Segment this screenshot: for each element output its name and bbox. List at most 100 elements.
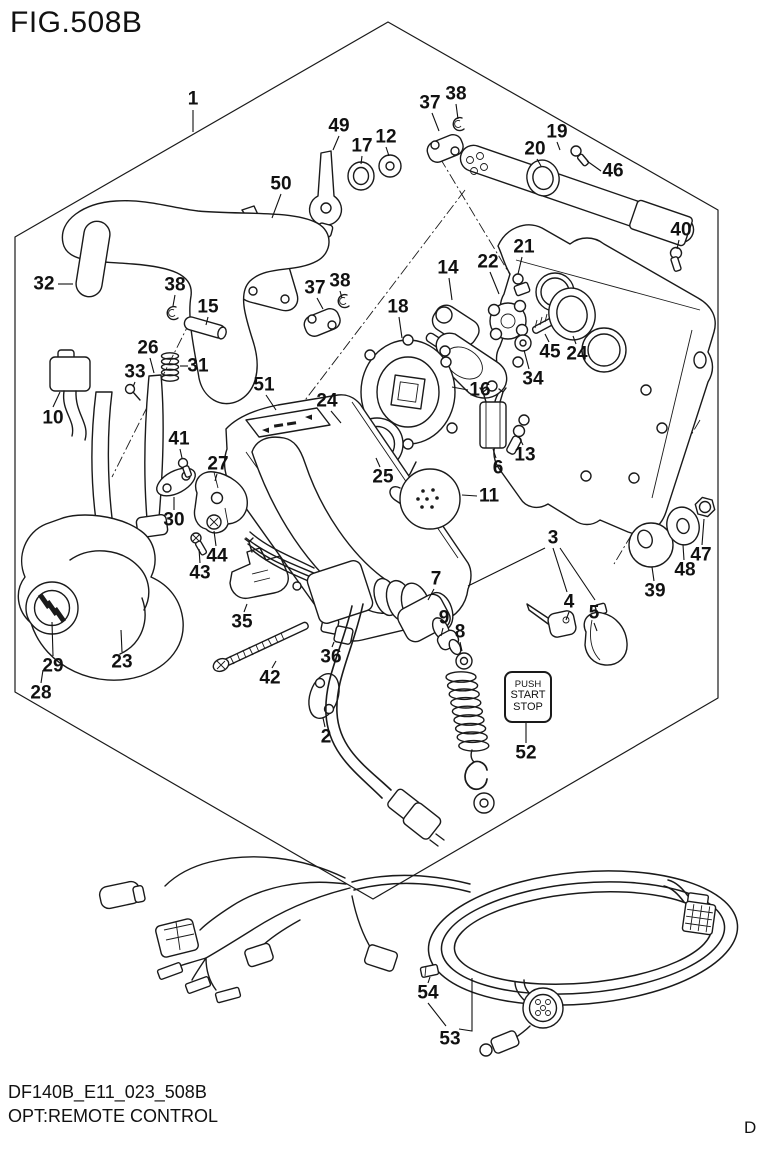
leader-line-3	[552, 547, 568, 593]
trim-switch-10	[49, 349, 91, 441]
washer-48	[666, 506, 700, 546]
push-start-stop-placard: PUSH START STOP	[504, 671, 552, 723]
part-label-4: 4	[564, 592, 575, 613]
part-label-18: 18	[387, 297, 408, 318]
leader-line-50	[271, 193, 282, 219]
part-label-38: 38	[329, 271, 350, 292]
ring-24-right	[548, 287, 596, 341]
part-label-46: 46	[602, 161, 623, 182]
leader-line-35	[243, 603, 248, 613]
screw-46	[570, 145, 590, 167]
leader-line-3	[467, 547, 546, 587]
screw-40	[669, 246, 683, 272]
leader-line-16	[451, 386, 469, 391]
part-label-12: 12	[375, 127, 396, 148]
leader-line-5	[593, 622, 598, 632]
e-clip-38-upper	[452, 116, 465, 132]
nut-44	[206, 514, 222, 530]
part-label-41: 41	[168, 429, 190, 450]
part-label-35: 35	[231, 612, 253, 633]
main-harness-cable	[325, 603, 445, 847]
part-label-32: 32	[33, 274, 54, 295]
leader-line-24	[572, 335, 577, 345]
part-label-20: 20	[524, 139, 545, 160]
round-connector	[479, 979, 564, 1057]
part-label-45: 45	[539, 342, 561, 363]
nut-47	[694, 496, 716, 518]
screw-43	[190, 532, 208, 556]
leader-line-42	[271, 660, 277, 669]
leader-line-45	[544, 333, 550, 343]
ring-20	[526, 159, 560, 197]
clamp-37-upper	[426, 134, 464, 163]
clamp-37-lower	[303, 308, 341, 337]
page-marker: D	[744, 1118, 757, 1137]
part-label-31: 31	[187, 356, 209, 377]
leader-line-7	[427, 588, 435, 601]
part-label-52: 52	[515, 743, 536, 764]
part-label-19: 19	[546, 122, 567, 143]
leader-line-23	[120, 629, 123, 653]
assembly-frame	[14, 21, 719, 900]
leader-line-20	[536, 158, 542, 167]
leader-line-27	[214, 473, 218, 482]
part-label-10: 10	[42, 408, 63, 429]
leader-line-29	[51, 621, 54, 657]
part-label-44: 44	[206, 546, 228, 567]
leader-line-51	[265, 394, 277, 411]
leader-line-8	[459, 641, 463, 652]
leader-line-47	[701, 518, 705, 546]
leader-line-15	[205, 316, 209, 326]
leader-line-14	[448, 277, 453, 301]
part-label-11: 11	[479, 486, 500, 507]
part-label-21: 21	[513, 237, 535, 258]
leader-line-2	[322, 717, 326, 728]
part-label-28: 28	[30, 683, 51, 704]
part-label-39: 39	[644, 581, 665, 602]
multi-pin-connector	[681, 892, 717, 936]
e-clip-38-mid	[337, 293, 350, 309]
spring-31	[160, 352, 180, 382]
part-label-36: 36	[320, 647, 341, 668]
part-label-37: 37	[304, 278, 325, 299]
leader-line-25	[375, 457, 381, 468]
part-label-17: 17	[351, 136, 372, 157]
leader-line-13	[518, 436, 524, 446]
part-label-49: 49	[328, 116, 349, 137]
screw-41	[177, 457, 193, 478]
e-clip-38-left	[166, 305, 179, 321]
leader-line-22	[489, 271, 500, 295]
part-label-7: 7	[431, 569, 442, 590]
leader-line-46	[586, 160, 602, 172]
branch-connectors	[98, 856, 399, 1004]
leader-line-12	[385, 146, 390, 157]
fuse-clip-54	[419, 963, 440, 978]
part-label-48: 48	[674, 560, 695, 581]
leader-line-49	[332, 135, 340, 151]
part-label-30: 30	[163, 510, 184, 531]
leader-line-37	[431, 112, 440, 132]
leader-line-21	[517, 256, 523, 275]
leader-line-54	[427, 976, 431, 984]
ring-17	[347, 161, 375, 191]
part-label-53: 53	[439, 1029, 460, 1050]
leader-line-38	[339, 290, 343, 299]
part-label-38: 38	[445, 84, 466, 105]
screw-33	[124, 383, 141, 401]
leader-line-34	[523, 349, 530, 370]
leader-line-41	[179, 448, 183, 459]
leader-line-36	[331, 641, 335, 648]
leader-line-6	[492, 448, 497, 459]
leader-line-18	[398, 316, 403, 339]
part-label-29: 29	[42, 656, 63, 677]
drawing-code: DF140B_E11_023_508B	[8, 1082, 207, 1102]
leader-line-43	[198, 548, 201, 564]
leader-line-17	[360, 155, 363, 165]
part-label-14: 14	[437, 258, 459, 279]
footer: DF140B_E11_023_508B OPT:REMOTE CONTROL	[8, 1082, 218, 1130]
part-label-3: 3	[548, 528, 559, 549]
leader-line-40	[676, 239, 680, 250]
washer-34	[514, 334, 532, 352]
leader-line-9	[440, 627, 444, 637]
